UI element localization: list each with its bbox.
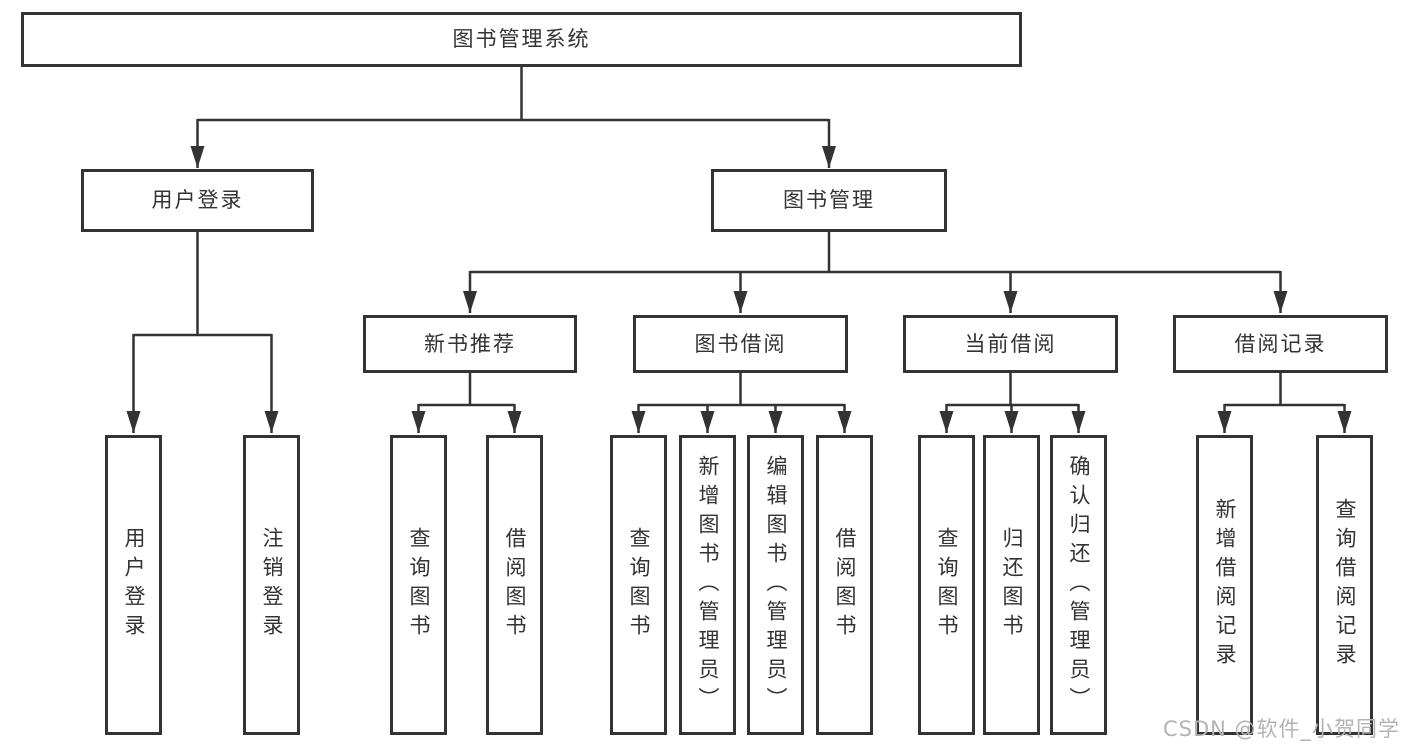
leaf-borrow-books-borrowing: 借阅图书: [816, 435, 873, 735]
leaf-query-borrow-record: 查询借阅记录: [1316, 435, 1373, 735]
node-borrowing-records: 借阅记录: [1173, 315, 1388, 373]
leaf-edit-books-admin: 编辑图书（管理员）: [747, 435, 804, 735]
node-label: 确认归还（管理员）: [1067, 454, 1091, 716]
node-book-management: 图书管理: [711, 169, 947, 232]
node-label: 图书管理: [783, 188, 875, 212]
node-label: 新增借阅记录: [1213, 498, 1237, 672]
node-label: 查询图书: [627, 527, 651, 643]
node-book-borrowing: 图书借阅: [633, 315, 848, 373]
node-label: 新增图书（管理员）: [696, 454, 720, 716]
csdn-watermark: CSDN @软件_小贺同学: [1163, 717, 1401, 741]
node-label: 新书推荐: [424, 331, 516, 356]
node-label: 借阅记录: [1234, 331, 1327, 356]
leaf-confirm-return-admin: 确认归还（管理员）: [1050, 435, 1107, 735]
leaf-logout: 注销登录: [243, 435, 300, 735]
node-label: 借阅图书: [503, 527, 527, 643]
node-library-management-system: 图书管理系统: [21, 12, 1022, 67]
node-current-borrowing: 当前借阅: [903, 315, 1118, 373]
leaf-borrow-books-recommend: 借阅图书: [486, 435, 543, 735]
leaf-query-books-recommend: 查询图书: [390, 435, 447, 735]
leaf-return-books: 归还图书: [983, 435, 1040, 735]
node-label: 用户登录: [122, 527, 146, 643]
leaf-query-books-borrowing: 查询图书: [610, 435, 667, 735]
connector-group: [126, 67, 1352, 433]
node-label: 图书管理系统: [452, 27, 591, 51]
node-label: 查询图书: [407, 527, 431, 643]
leaf-query-books-current: 查询图书: [918, 435, 975, 735]
node-label: 查询图书: [935, 527, 959, 643]
node-label: 用户登录: [151, 188, 244, 212]
node-label: 注销登录: [260, 527, 284, 643]
leaf-user-login: 用户登录: [105, 435, 162, 735]
node-label: 当前借阅: [964, 331, 1057, 356]
node-label: 图书借阅: [694, 331, 787, 356]
node-new-book-recommendation: 新书推荐: [363, 315, 577, 373]
node-label: 归还图书: [1000, 527, 1024, 643]
node-label: 查询借阅记录: [1333, 498, 1357, 672]
leaf-add-borrow-record: 新增借阅记录: [1196, 435, 1253, 735]
node-label: 借阅图书: [833, 527, 857, 643]
node-user-login: 用户登录: [81, 169, 314, 232]
node-label: 编辑图书（管理员）: [764, 454, 788, 716]
leaf-add-books-admin: 新增图书（管理员）: [679, 435, 736, 735]
